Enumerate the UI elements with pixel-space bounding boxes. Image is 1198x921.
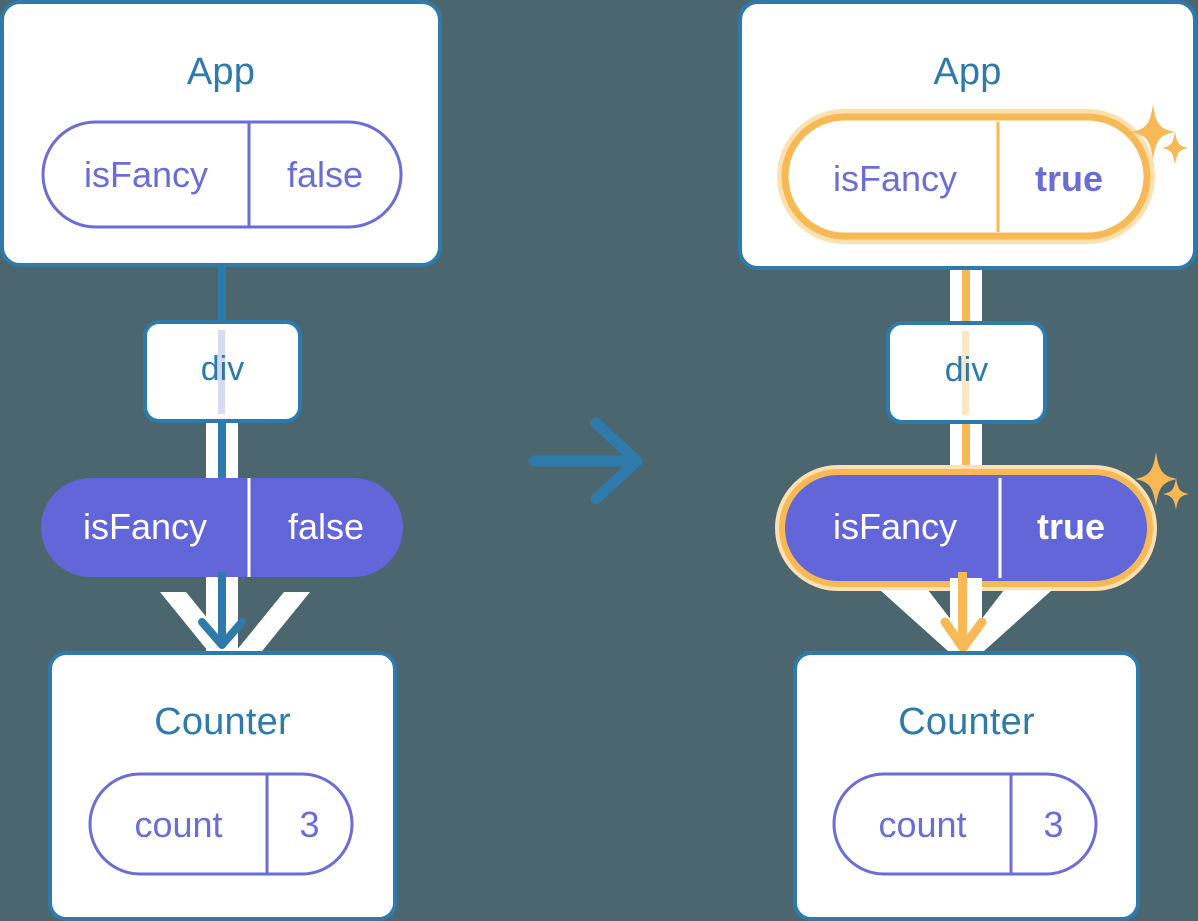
arrow-halo-left — [160, 577, 310, 657]
app-state-pill-left — [41, 120, 403, 229]
app-state-pill-ring-right — [781, 113, 1151, 240]
sparkle-small-icon-prop — [1163, 478, 1189, 510]
connector-through-div-left — [218, 330, 225, 414]
prop-pill-left — [41, 478, 403, 577]
transition-arrow-icon — [528, 417, 643, 505]
counter-state-pill-left — [88, 772, 354, 876]
sparkle-large-icon-prop — [1135, 452, 1177, 506]
prop-pill-ring-right — [779, 469, 1153, 587]
connector-app-to-div-left — [218, 214, 226, 329]
connector-app-to-div-right — [962, 214, 970, 332]
connector-through-div-right — [962, 331, 969, 415]
sparkle-small-icon-app — [1162, 131, 1188, 165]
counter-state-pill-right — [832, 772, 1098, 876]
arrow-down-right — [940, 572, 987, 653]
connector-div-to-pill-left — [218, 412, 226, 522]
sparkle-large-icon-app — [1131, 104, 1175, 160]
arrow-down-left — [198, 572, 246, 649]
